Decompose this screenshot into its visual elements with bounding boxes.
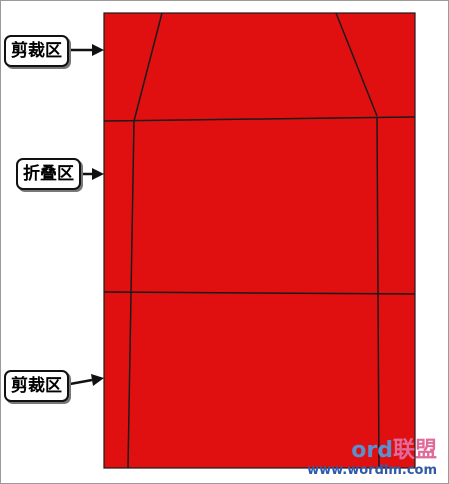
label-crop-zone-top: 剪裁区 (4, 35, 69, 67)
arrow-top (70, 44, 104, 56)
label-fold-zone: 折叠区 (16, 158, 81, 190)
arrow-middle (82, 168, 104, 180)
watermark-logo-part2: 联盟 (392, 438, 437, 463)
left-side-line (127, 120, 135, 469)
lower-fold-line (103, 291, 416, 295)
red-paper-panel (103, 12, 416, 469)
right-side-line (376, 116, 380, 469)
watermark-logo: ord联盟 (307, 439, 437, 463)
watermark: ord联盟 www.wordlm.com (307, 439, 437, 479)
upper-fold-line (103, 116, 416, 122)
arrow-bottom (69, 374, 104, 386)
watermark-logo-part1: ord (351, 438, 393, 463)
label-crop-zone-bottom: 剪裁区 (4, 370, 69, 402)
top-crop-line-left (133, 12, 163, 122)
top-crop-line-right (335, 12, 378, 117)
watermark-url: www.wordlm.com (307, 463, 437, 478)
